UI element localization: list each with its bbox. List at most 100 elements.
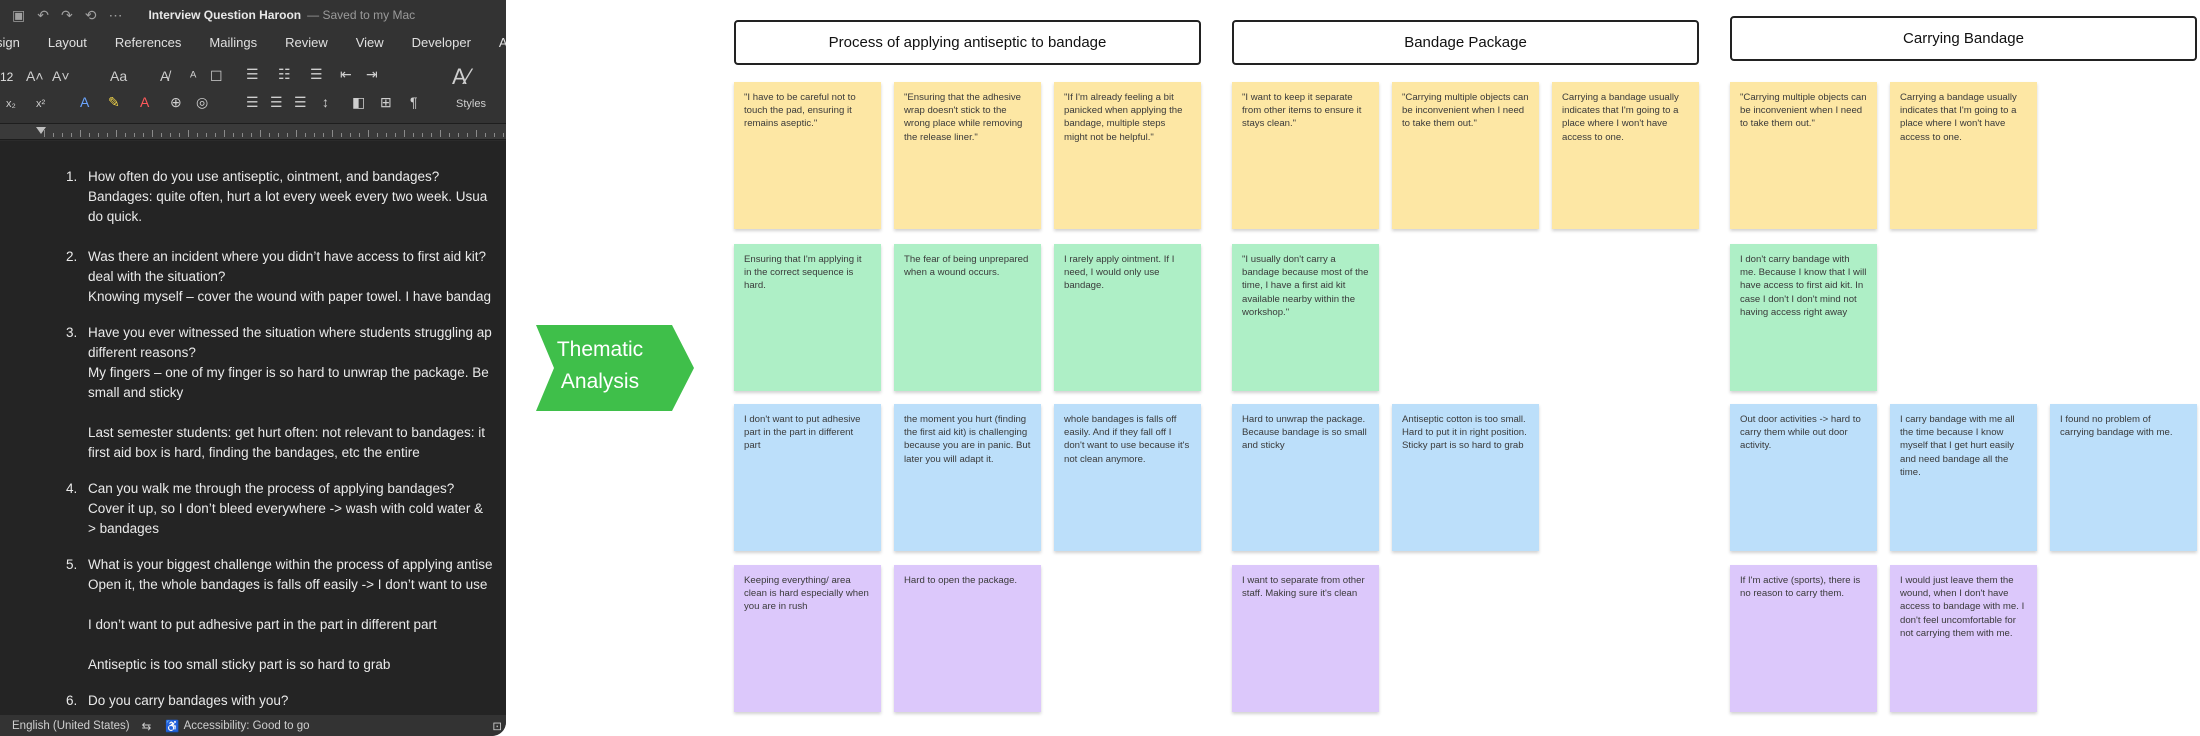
undo-icon[interactable]: ↶ <box>37 6 49 23</box>
focus-icon[interactable]: ⊡ <box>492 720 502 733</box>
title-bar: ▣ ↶ ↷ ⟲ ⋯ Interview Question Haroon — Sa… <box>0 0 506 30</box>
history-icon[interactable]: ⟲ <box>84 6 97 23</box>
change-case-icon[interactable]: Aa <box>110 68 128 84</box>
ruler-tick <box>404 130 405 137</box>
ribbon-tab[interactable]: View <box>355 34 384 50</box>
sticky-note[interactable]: whole bandages is falls off easily. And … <box>1054 404 1201 551</box>
spacer <box>66 463 506 479</box>
styles-label[interactable]: Styles <box>456 98 486 110</box>
align-right-icon[interactable]: ☰ <box>294 94 307 110</box>
char-border-icon[interactable]: ☐ <box>210 68 223 84</box>
sticky-note[interactable]: If I'm active (sports), there is no reas… <box>1730 565 1877 712</box>
indent-marker[interactable] <box>36 127 46 134</box>
sticky-note[interactable]: "I want to keep it separate from other i… <box>1232 82 1379 229</box>
phonetic-icon[interactable]: ᴬ <box>190 68 197 84</box>
enclose-char-icon[interactable]: ◎ <box>196 94 209 110</box>
ruler-tick <box>449 133 450 137</box>
sticky-note[interactable]: I found no problem of carrying bandage w… <box>2050 404 2197 551</box>
ruler-tick <box>431 133 432 137</box>
sticky-note[interactable]: I want to separate from other staff. Mak… <box>1232 565 1379 712</box>
ribbon-tab[interactable]: References <box>114 34 182 50</box>
sticky-note[interactable]: "I usually don't carry a bandage because… <box>1232 244 1379 391</box>
sticky-note[interactable]: Carrying a bandage usually indicates tha… <box>1552 82 1699 229</box>
align-left-icon[interactable]: ☰ <box>246 94 259 110</box>
align-center-icon[interactable]: ☰ <box>270 94 283 110</box>
spacer <box>66 307 506 323</box>
theme-header[interactable]: Process of applying antiseptic to bandag… <box>734 20 1201 65</box>
ruler-tick <box>116 130 117 137</box>
ruler-tick <box>422 133 423 137</box>
save-icon[interactable]: ▣ <box>12 6 26 23</box>
bullets-icon[interactable]: ☰ <box>246 66 259 82</box>
sticky-note[interactable]: Hard to open the package. <box>894 565 1041 712</box>
language-status[interactable]: English (United States) <box>12 719 130 732</box>
question-number: 5. <box>66 557 78 572</box>
sticky-note[interactable]: I don't carry bandage with me. Because I… <box>1730 244 1877 391</box>
ruler-tick <box>188 130 189 137</box>
line-spacing-icon[interactable]: ↕ <box>322 94 329 110</box>
decrease-indent-icon[interactable]: ⇤ <box>340 66 352 82</box>
accessibility-icon[interactable]: ♿ <box>165 720 180 733</box>
answer-text <box>88 595 506 615</box>
font-size-value[interactable]: 12 <box>0 70 14 84</box>
sticky-note[interactable]: Carrying a bandage usually indicates tha… <box>1890 82 2037 229</box>
question-item: 6.Do you carry bandages with you? <box>66 691 506 711</box>
ribbon-tab[interactable]: Layout <box>47 34 87 50</box>
ribbon-tab[interactable]: Review <box>285 34 328 50</box>
accessibility-status[interactable]: Accessibility: Good to go <box>183 719 310 732</box>
shrink-font-icon[interactable]: A˅ <box>52 68 70 84</box>
track-changes-icon[interactable]: ⇆ <box>141 720 152 733</box>
sticky-note[interactable]: I carry bandage with me all the time bec… <box>1890 404 2037 551</box>
sticky-note[interactable]: Ensuring that I'm applying it in the cor… <box>734 244 881 391</box>
pilcrow-icon[interactable]: ¶ <box>410 94 418 110</box>
font-color-icon[interactable]: A <box>140 94 150 110</box>
theme-header[interactable]: Carrying Bandage <box>1730 16 2197 61</box>
sticky-note[interactable]: I rarely apply ointment. If I need, I wo… <box>1054 244 1201 391</box>
sticky-note[interactable]: "If I'm already feeling a bit panicked w… <box>1054 82 1201 229</box>
sticky-note[interactable]: The fear of being unprepared when a woun… <box>894 244 1041 391</box>
redo-icon[interactable]: ↷ <box>60 6 73 23</box>
sticky-note[interactable]: "I have to be careful not to touch the p… <box>734 82 881 229</box>
ribbon-tab[interactable]: sign <box>0 34 20 50</box>
grow-font-icon[interactable]: A˄ <box>26 68 44 84</box>
sticky-note[interactable]: Keeping everything/ area clean is hard e… <box>734 565 881 712</box>
theme-header[interactable]: Bandage Package <box>1232 20 1699 65</box>
sticky-note[interactable]: Antiseptic cotton is too small. Hard to … <box>1392 404 1539 551</box>
ribbon-tab[interactable]: Developer <box>411 34 471 50</box>
sticky-note[interactable]: Hard to unwrap the package. Because band… <box>1232 404 1379 551</box>
multilevel-list-icon[interactable]: ☰ <box>310 66 323 82</box>
subscript-icon[interactable]: x₂ <box>6 98 16 110</box>
sticky-note[interactable]: Out door activities -> hard to carry the… <box>1730 404 1877 551</box>
ribbon-tab[interactable]: Acrobat <box>498 34 506 50</box>
answer-text: Open it, the whole bandages is falls off… <box>88 577 488 592</box>
ruler-tick <box>332 130 333 137</box>
sticky-note[interactable]: I don't want to put adhesive part in the… <box>734 404 881 551</box>
ruler-tick <box>170 133 171 137</box>
question-number: 2. <box>66 249 78 264</box>
answer-text: deal with the situation? <box>88 269 226 284</box>
shading-icon[interactable]: ◧ <box>352 94 366 110</box>
ribbon-tab[interactable]: Mailings <box>209 34 258 50</box>
ruler-tick <box>305 133 306 137</box>
ruler[interactable] <box>0 124 506 140</box>
numbering-icon[interactable]: ☷ <box>278 66 291 82</box>
clear-format-icon[interactable]: A̸ <box>160 68 170 84</box>
sticky-note[interactable]: "Carrying multiple objects can be inconv… <box>1730 82 1877 229</box>
sticky-note[interactable]: "Carrying multiple objects can be inconv… <box>1392 82 1539 229</box>
arrow-label-line: Analysis <box>560 370 640 393</box>
ruler-tick <box>440 130 441 137</box>
sticky-note[interactable]: I would just leave them the wound, when … <box>1890 565 2037 712</box>
sticky-note[interactable]: "Ensuring that the adhesive wrap doesn't… <box>894 82 1041 229</box>
ruler-tick <box>143 133 144 137</box>
sticky-note[interactable]: the moment you hurt (finding the first a… <box>894 404 1041 551</box>
text-effects-icon[interactable]: A <box>80 94 90 110</box>
enclose-icon[interactable]: ⊕ <box>170 94 182 110</box>
more-icon[interactable]: ⋯ <box>108 6 123 23</box>
styles-icon[interactable]: A⁄ <box>452 64 471 89</box>
borders-icon[interactable]: ⊞ <box>380 94 392 110</box>
highlight-icon[interactable]: ✎ <box>108 94 120 110</box>
document-body[interactable]: 1.How often do you use antiseptic, ointm… <box>0 141 506 715</box>
increase-indent-icon[interactable]: ⇥ <box>366 66 378 82</box>
ruler-tick <box>269 133 270 137</box>
superscript-icon[interactable]: x² <box>36 98 46 110</box>
